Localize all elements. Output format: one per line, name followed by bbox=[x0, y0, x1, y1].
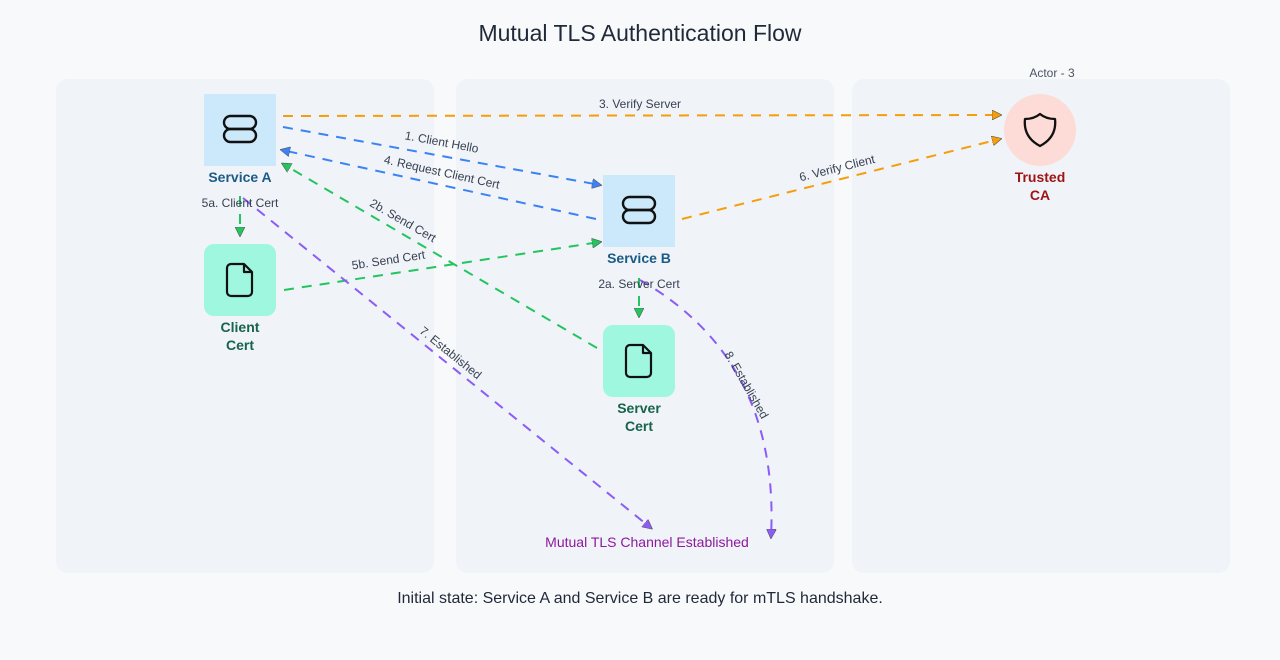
document-icon bbox=[624, 343, 653, 379]
client-cert-label-line1: Client bbox=[220, 319, 260, 335]
edge-label-3: 3. Verify Server bbox=[599, 97, 681, 111]
service-b-label: Service B bbox=[607, 250, 671, 266]
edge-8-established bbox=[639, 279, 772, 537]
server-icon bbox=[222, 114, 258, 144]
edge-label-6: 6. Verify Client bbox=[798, 152, 877, 184]
trusted-ca-node[interactable] bbox=[1004, 94, 1076, 166]
document-icon bbox=[225, 262, 254, 298]
edge-label-5b: 5b. Send Cert bbox=[351, 248, 427, 273]
edge-6-verify-client bbox=[681, 139, 1000, 220]
server-cert-label-line1: Server bbox=[617, 400, 661, 416]
status-caption: Initial state: Service A and Service B a… bbox=[397, 590, 883, 607]
edge-3-verify-server bbox=[282, 115, 1000, 116]
diagram-title: Mutual TLS Authentication Flow bbox=[478, 20, 802, 46]
edge-label-7: 7. Established bbox=[417, 324, 484, 382]
edge-label-4: 4. Request Client Cert bbox=[383, 152, 502, 191]
final-state-label: Mutual TLS Channel Established bbox=[545, 534, 749, 550]
actor-label: Actor - 3 bbox=[1029, 66, 1075, 80]
edge-4-request-client-cert bbox=[282, 150, 597, 220]
server-cert-label: Server Cert bbox=[579, 399, 699, 435]
server-cert-label-line2: Cert bbox=[624, 418, 653, 434]
server-cert-node[interactable] bbox=[603, 325, 675, 397]
edge-5b-send-cert bbox=[283, 242, 600, 291]
edge-2b-send-cert bbox=[283, 164, 598, 349]
edge-label-5a: 5a. Client Cert bbox=[202, 196, 279, 210]
service-a-label: Service A bbox=[208, 169, 272, 185]
client-cert-node[interactable] bbox=[204, 244, 276, 316]
trusted-ca-label: Trusted CA bbox=[980, 168, 1100, 204]
trusted-ca-label-line2: CA bbox=[1029, 187, 1051, 203]
shield-icon bbox=[1023, 112, 1057, 148]
service-b-node[interactable] bbox=[603, 175, 675, 247]
edge-label-8: 8. Established bbox=[722, 349, 772, 421]
server-icon bbox=[621, 195, 657, 225]
edge-7-established bbox=[242, 197, 651, 528]
service-a-node[interactable] bbox=[204, 94, 276, 166]
edge-label-2a: 2a. Server Cert bbox=[598, 277, 680, 291]
trusted-ca-label-line1: Trusted bbox=[1014, 169, 1066, 185]
client-cert-label-line2: Cert bbox=[225, 337, 254, 353]
client-cert-label: Client Cert bbox=[180, 318, 300, 354]
